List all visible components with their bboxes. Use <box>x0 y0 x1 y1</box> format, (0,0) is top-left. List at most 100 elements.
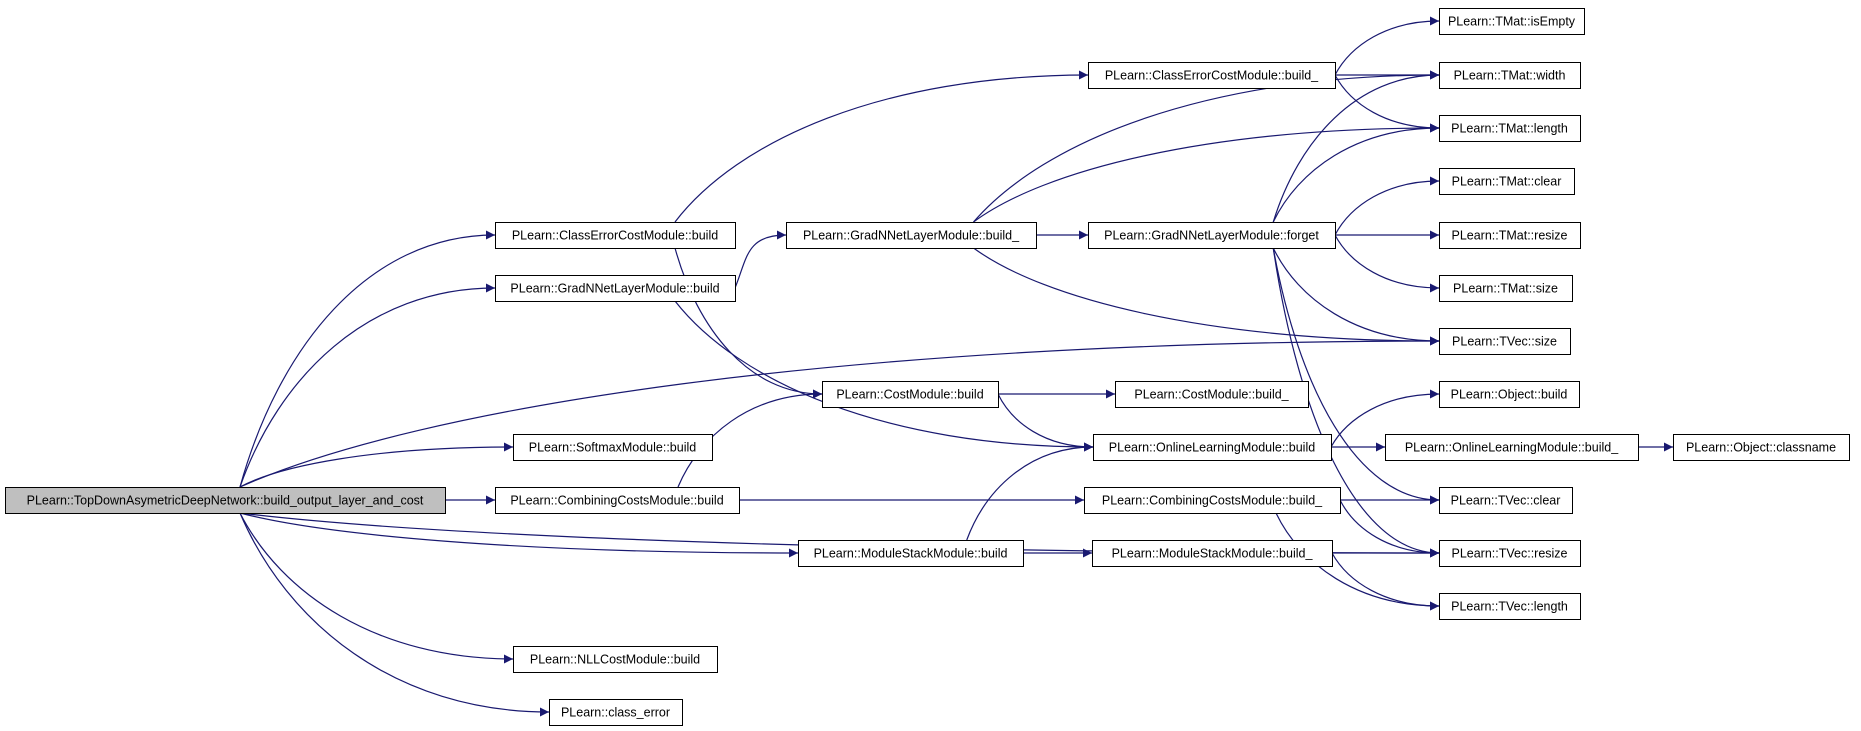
node-cecm-build-[interactable]: PLearn::ClassErrorCostModule::build_ <box>1088 62 1336 89</box>
node-tmat-isempty[interactable]: PLearn::TMat::isEmpty <box>1439 8 1585 35</box>
edge-gnn-forget-to-tvec-size <box>1272 247 1440 346</box>
node-label: PLearn::CostModule::build_ <box>1134 388 1289 402</box>
edge-cecm-build-to-cecm-build- <box>674 70 1089 223</box>
node-label: PLearn::CombiningCostsModule::build <box>510 494 723 508</box>
node-tmat-width[interactable]: PLearn::TMat::width <box>1439 62 1581 89</box>
node-label: PLearn::TVec::clear <box>1451 494 1561 508</box>
edge-root-to-softmax-build <box>239 442 514 488</box>
edge-gnn-forget-to-tmat-size <box>1334 234 1440 293</box>
node-gnn-forget[interactable]: PLearn::GradNNetLayerModule::forget <box>1088 222 1336 249</box>
node-label: PLearn::Object::classname <box>1686 441 1836 455</box>
edge-gnn-forget-to-tmat-width <box>1272 70 1440 223</box>
node-cecm-build[interactable]: PLearn::ClassErrorCostModule::build <box>495 222 736 249</box>
node-box <box>822 381 999 408</box>
node-tvec-resize[interactable]: PLearn::TVec::resize <box>1439 540 1581 567</box>
edge-gnn-forget-to-tvec-clear <box>1272 247 1440 505</box>
node-box <box>798 540 1024 567</box>
node-cm-build[interactable]: PLearn::CostModule::build <box>822 381 999 408</box>
node-label: PLearn::TVec::size <box>1452 335 1557 349</box>
edge-root-to-class-error <box>239 512 550 717</box>
node-nll-build[interactable]: PLearn::NLLCostModule::build <box>513 646 718 673</box>
node-gnn-build-[interactable]: PLearn::GradNNetLayerModule::build_ <box>786 222 1037 249</box>
node-label: PLearn::TopDownAsymetricDeepNetwork::bui… <box>27 494 424 508</box>
node-label: PLearn::TMat::length <box>1451 122 1568 136</box>
edge-gnn-forget-to-tmat-length <box>1272 123 1440 223</box>
node-tmat-length[interactable]: PLearn::TMat::length <box>1439 115 1581 142</box>
node-box <box>1439 487 1573 514</box>
node-box <box>1115 381 1309 408</box>
node-tvec-clear[interactable]: PLearn::TVec::clear <box>1439 487 1573 514</box>
node-box <box>513 434 713 461</box>
node-ccm-build[interactable]: PLearn::CombiningCostsModule::build <box>495 487 740 514</box>
node-label: PLearn::TVec::length <box>1451 600 1568 614</box>
node-box <box>1088 222 1336 249</box>
edge-ccm-build--to-tvec-resize <box>1339 499 1440 558</box>
edge-root-to-gnn-build <box>239 283 496 488</box>
node-box <box>1439 168 1575 195</box>
node-box <box>1088 62 1336 89</box>
edge-msm-build-to-olm-build <box>966 442 1094 541</box>
node-class-error[interactable]: PLearn::class_error <box>549 699 683 726</box>
node-box <box>1439 381 1580 408</box>
node-box <box>1439 8 1585 35</box>
node-box <box>513 646 718 673</box>
edge-gnn-build--to-tvec-size <box>973 247 1440 346</box>
node-box <box>1439 328 1571 355</box>
node-label: PLearn::CostModule::build <box>836 388 983 402</box>
node-ccm-build-[interactable]: PLearn::CombiningCostsModule::build_ <box>1084 487 1341 514</box>
edge-gnn-build-to-gnn-build- <box>734 230 787 289</box>
node-label: PLearn::OnlineLearningModule::build_ <box>1405 441 1619 455</box>
node-label: PLearn::Object::build <box>1451 388 1568 402</box>
node-olm-build-[interactable]: PLearn::OnlineLearningModule::build_ <box>1385 434 1639 461</box>
edge-root-to-msm-build <box>239 512 799 558</box>
node-msm-build[interactable]: PLearn::ModuleStackModule::build <box>798 540 1024 567</box>
node-label: PLearn::NLLCostModule::build <box>530 653 700 667</box>
node-obj-build[interactable]: PLearn::Object::build <box>1439 381 1580 408</box>
node-box <box>1439 593 1581 620</box>
node-box <box>1093 434 1332 461</box>
node-box <box>786 222 1037 249</box>
node-cm-build-[interactable]: PLearn::CostModule::build_ <box>1115 381 1309 408</box>
node-label: PLearn::TMat::size <box>1453 282 1558 296</box>
node-box <box>1439 540 1581 567</box>
node-gnn-build[interactable]: PLearn::GradNNetLayerModule::build <box>495 275 736 302</box>
edge-cecm-build--to-tmat-length <box>1334 74 1440 133</box>
node-tvec-size[interactable]: PLearn::TVec::size <box>1439 328 1571 355</box>
node-box <box>495 487 740 514</box>
node-softmax-build[interactable]: PLearn::SoftmaxModule::build <box>513 434 713 461</box>
node-label: PLearn::GradNNetLayerModule::forget <box>1104 229 1319 243</box>
node-box <box>1673 434 1850 461</box>
node-label: PLearn::SoftmaxModule::build <box>529 441 697 455</box>
node-box <box>1084 487 1341 514</box>
node-label: PLearn::CombiningCostsModule::build_ <box>1102 494 1323 508</box>
edge-msm-build--to-tvec-length <box>1331 552 1440 611</box>
edge-gnn-forget-to-tmat-clear <box>1334 176 1440 236</box>
edge-cecm-build-to-cm-build <box>674 247 823 399</box>
node-box <box>1092 540 1333 567</box>
node-label: PLearn::TMat::resize <box>1451 229 1567 243</box>
node-label: PLearn::TMat::clear <box>1452 175 1562 189</box>
node-tmat-resize[interactable]: PLearn::TMat::resize <box>1439 222 1581 249</box>
node-label: PLearn::ClassErrorCostModule::build_ <box>1105 69 1319 83</box>
node-label: PLearn::ClassErrorCostModule::build <box>512 229 718 243</box>
node-label: PLearn::GradNNetLayerModule::build <box>510 282 719 296</box>
node-msm-build-[interactable]: PLearn::ModuleStackModule::build_ <box>1092 540 1333 567</box>
node-obj-classname[interactable]: PLearn::Object::classname <box>1673 434 1850 461</box>
node-box <box>495 275 736 302</box>
node-olm-build[interactable]: PLearn::OnlineLearningModule::build <box>1093 434 1332 461</box>
node-tmat-size[interactable]: PLearn::TMat::size <box>1439 275 1573 302</box>
node-box <box>1439 275 1573 302</box>
node-tmat-clear[interactable]: PLearn::TMat::clear <box>1439 168 1575 195</box>
node-box <box>5 487 446 514</box>
node-box <box>1439 115 1581 142</box>
nodes-layer: PLearn::TopDownAsymetricDeepNetwork::bui… <box>5 8 1850 726</box>
edge-root-to-cecm-build <box>239 230 496 488</box>
node-root[interactable]: PLearn::TopDownAsymetricDeepNetwork::bui… <box>5 487 446 514</box>
node-label: PLearn::class_error <box>561 706 670 720</box>
node-tvec-length[interactable]: PLearn::TVec::length <box>1439 593 1581 620</box>
node-label: PLearn::OnlineLearningModule::build <box>1109 441 1315 455</box>
node-label: PLearn::TMat::isEmpty <box>1448 15 1576 29</box>
edge-cecm-build--to-tmat-isempty <box>1334 16 1440 76</box>
edge-root-to-tvec-size <box>239 336 1440 488</box>
